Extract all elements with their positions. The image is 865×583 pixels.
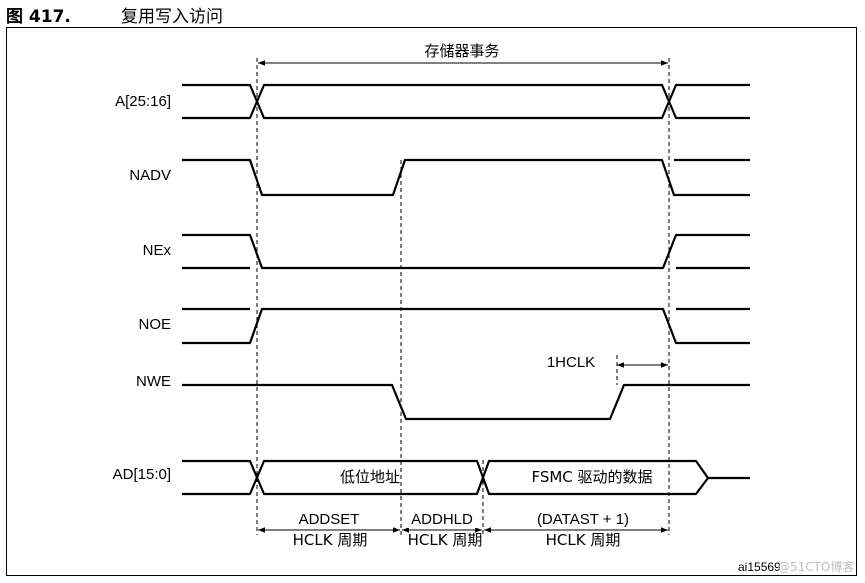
- transaction-label: 存储器事务: [424, 42, 499, 60]
- figure-code: ai15569: [738, 560, 781, 574]
- timing-guides: [256, 58, 670, 535]
- hclk-marker-label: 1HCLK: [547, 354, 595, 371]
- signal-label-nadv: NADV: [129, 167, 171, 184]
- phase-datast-label: (DATAST + 1): [537, 511, 629, 528]
- diagram-frame: [6, 27, 857, 576]
- figure-caption: 图 417. 复用写入访问: [6, 2, 223, 28]
- waveform-nadv: [182, 158, 750, 197]
- phase-addhld-label: ADDHLD: [411, 511, 473, 528]
- waveform-nex: [182, 233, 750, 270]
- waveforms: [182, 83, 750, 496]
- figure-number: 图 417.: [6, 7, 71, 27]
- phase-addset-label: ADDSET: [299, 511, 360, 528]
- signal-label-nwe: NWE: [136, 373, 171, 390]
- waveform-nwe: [182, 383, 750, 421]
- transaction-span: 存储器事务: [258, 40, 668, 66]
- watermark: @51CTO博客: [778, 559, 854, 574]
- hclk-marker: 1HCLK: [547, 354, 668, 371]
- signal-label-address-high: A[25:16]: [115, 93, 171, 110]
- signal-label-nex: NEx: [143, 242, 172, 259]
- signal-label-ad-bus: AD[15:0]: [113, 466, 171, 483]
- waveform-address-high: [182, 83, 750, 120]
- phase-addset-unit: HCLK 周期: [293, 531, 368, 549]
- waveform-ad-bus: [182, 459, 750, 496]
- phase-addhld-unit: HCLK 周期: [408, 531, 483, 549]
- signal-label-noe: NOE: [138, 316, 171, 333]
- figure-title: 复用写入访问: [121, 7, 223, 27]
- waveform-noe: [182, 307, 750, 345]
- signal-labels: A[25:16] NADV NEx NOE NWE AD[15:0]: [113, 93, 172, 483]
- phase-datast-unit: HCLK 周期: [546, 531, 621, 549]
- segment-low-address: 低位地址: [340, 468, 400, 486]
- segment-fsmc-data: FSMC 驱动的数据: [531, 468, 652, 486]
